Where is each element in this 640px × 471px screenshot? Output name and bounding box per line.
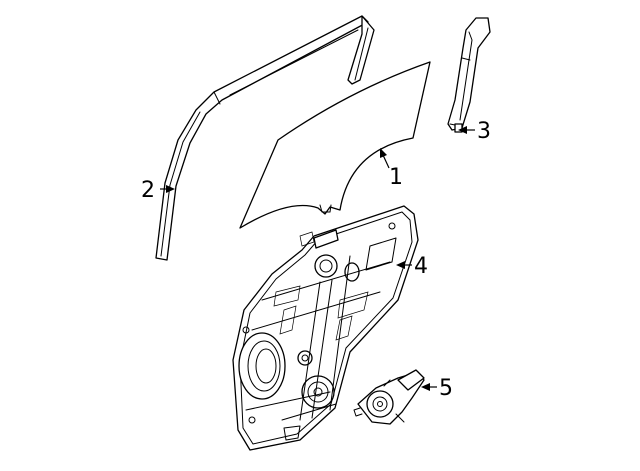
rear-channel: [447, 17, 491, 133]
glass-run-channel: [155, 15, 375, 261]
callout-1: 1: [389, 165, 403, 190]
regulator-motor: [353, 369, 425, 425]
callout-4: 4: [414, 254, 428, 279]
window-regulator-module-panel: [232, 205, 419, 451]
callout-3: 3: [477, 119, 491, 144]
leader-lines: [160, 126, 475, 391]
callout-2: 2: [141, 178, 155, 203]
callout-5: 5: [439, 376, 453, 401]
door-glass: [239, 61, 431, 229]
